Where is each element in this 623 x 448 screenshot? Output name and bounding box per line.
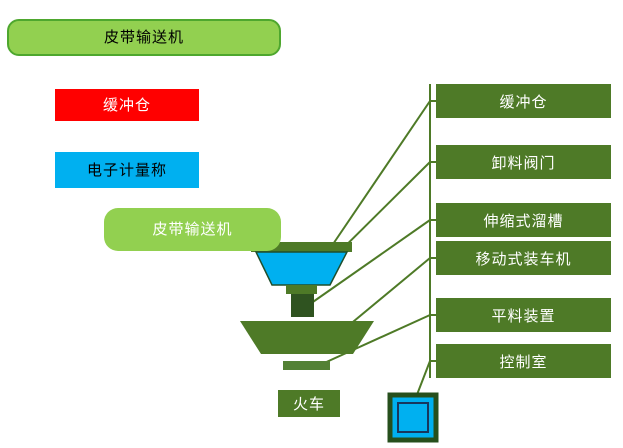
- leader-line-telescopic-chute: [309, 219, 431, 305]
- buffer-hopper-shape: [254, 251, 349, 286]
- label-mobile-loader: 移动式装车机: [436, 241, 611, 275]
- hopper-top-bar-shape: [251, 242, 352, 252]
- leveler-bar-shape: [283, 361, 330, 370]
- loader-spreader-shape: [240, 321, 374, 354]
- label-belt-conveyor-mid: 皮带输送机: [104, 208, 281, 251]
- label-belt-conveyor-top: 皮带输送机: [7, 19, 281, 56]
- valve-neck-shape: [286, 285, 317, 294]
- label-buffer-bin-left: 缓冲仓: [55, 89, 199, 121]
- label-buffer-bin-right: 缓冲仓: [436, 84, 611, 118]
- label-train: 火车: [278, 390, 340, 417]
- control-room-monitor-inner-shape: [397, 402, 429, 433]
- leader-line-mobile-loader: [341, 257, 431, 332]
- leader-line-leveling-device: [321, 314, 431, 365]
- label-unloading-valve: 卸料阀门: [436, 145, 611, 179]
- label-electronic-scale: 电子计量称: [55, 152, 199, 188]
- leader-line-buffer-bin: [326, 100, 431, 254]
- label-leveling-device: 平料装置: [436, 298, 611, 332]
- control-room-monitor-shape: [387, 392, 439, 443]
- label-control-room: 控制室: [436, 344, 611, 378]
- telescopic-tube-shape: [291, 294, 314, 317]
- label-telescopic-chute: 伸缩式溜槽: [436, 203, 611, 237]
